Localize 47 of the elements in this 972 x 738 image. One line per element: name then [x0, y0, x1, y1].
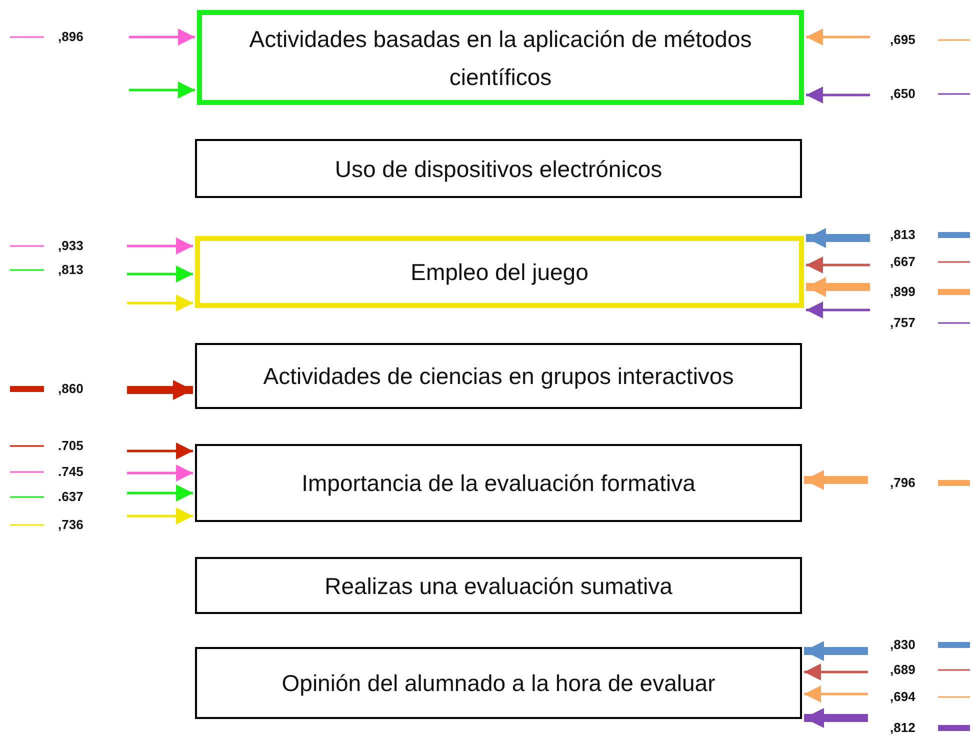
edge-label: ,830: [890, 637, 916, 653]
arrow: [127, 380, 193, 400]
edge-label: .705: [58, 438, 84, 454]
edge-label: ,860: [58, 381, 84, 397]
arrow: [127, 442, 193, 460]
text-box: Actividades basadas en la aplicación de métodos científicos: [197, 10, 804, 105]
edge-label: .637: [58, 489, 84, 505]
arrow: [806, 302, 870, 318]
arrow: [806, 277, 870, 297]
edge-label: ,813: [58, 262, 84, 278]
text-box: Realizas una evaluación sumativa: [195, 557, 802, 614]
arrow: [806, 256, 870, 274]
edge-label: ,757: [890, 315, 916, 331]
arrow: [806, 28, 870, 46]
arrow: [806, 86, 870, 104]
arrow: [127, 294, 193, 312]
edge-label: ,694: [890, 689, 916, 705]
arrow: [804, 641, 868, 661]
edge-label: ,736: [58, 517, 84, 533]
edge-label: ,667: [890, 254, 916, 270]
arrow: [804, 664, 868, 680]
text-box: Actividades de ciencias en grupos interactivos: [195, 343, 802, 409]
arrow: [804, 686, 868, 702]
edge-label: ,899: [890, 284, 916, 300]
edge-label: ,650: [890, 86, 916, 102]
arrow: [127, 238, 193, 254]
text-box: Uso de dispositivos electrónicos: [195, 139, 802, 198]
edge-label: ,812: [890, 720, 916, 736]
arrow: [804, 470, 868, 490]
edge-label: ,695: [890, 32, 916, 48]
arrow: [127, 508, 193, 524]
edge-label: ,933: [58, 238, 84, 254]
arrow: [127, 266, 193, 282]
edge-label: ,896: [58, 29, 84, 45]
edge-label: .745: [58, 464, 84, 480]
arrow: [127, 464, 193, 482]
arrow: [804, 708, 868, 728]
edge-label: ,689: [890, 662, 916, 678]
arrow: [129, 28, 195, 46]
arrow: [806, 228, 870, 248]
edge-label: ,813: [890, 227, 916, 243]
arrow: [129, 82, 195, 98]
text-box: Opinión del alumnado a la hora de evaluar: [195, 647, 802, 719]
edge-label: ,796: [890, 475, 916, 491]
arrow: [127, 484, 193, 502]
text-box: Importancia de la evaluación formativa: [195, 444, 802, 522]
text-box: Empleo del juego: [195, 236, 804, 308]
